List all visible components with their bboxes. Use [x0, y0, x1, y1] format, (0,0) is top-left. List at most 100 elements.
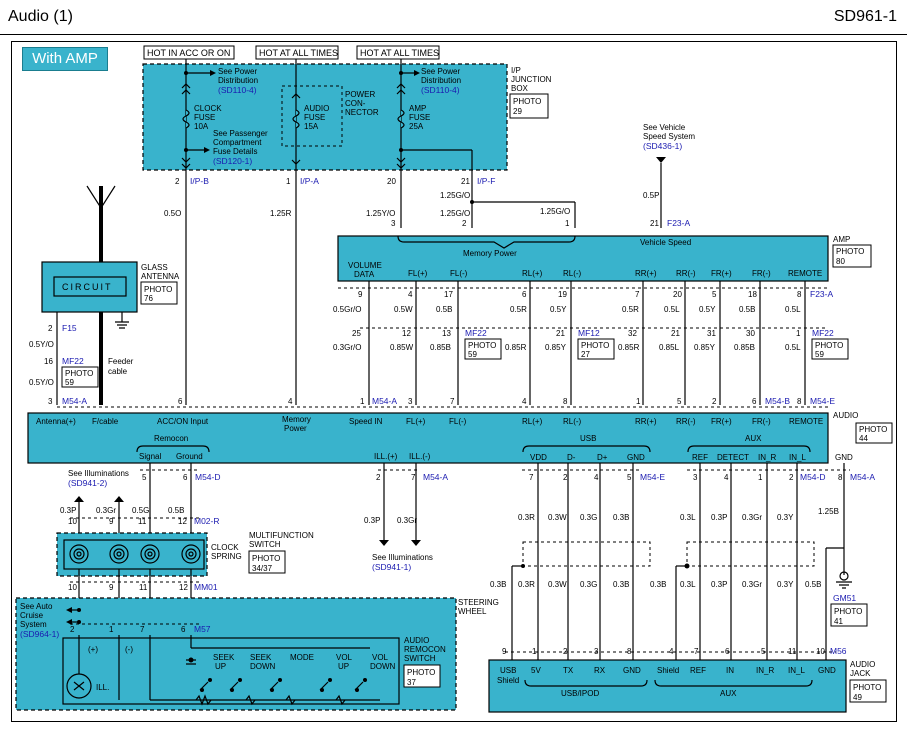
label-audio-ill-p: ILL.(+) [374, 452, 398, 461]
clock-fuse-l1: CLOCK [194, 104, 222, 113]
circle-shape [839, 571, 849, 581]
label-audio-labels-1: F/cable [92, 417, 119, 426]
label-remocon-sw-plus: (+) [88, 645, 98, 654]
conn-m54e-top[interactable]: M54-E [810, 396, 835, 406]
conn-m54d-remocon[interactable]: M54-D [195, 472, 221, 482]
label-amp-top-pins-3: 21 [650, 219, 659, 228]
rect-shape [811, 338, 849, 360]
ip-junction-box: See Power Distribution (SD110-4) See Pow… [142, 59, 552, 176]
label-bottom-pins-usb-3: 5 [627, 473, 632, 482]
path-shape [186, 659, 196, 665]
see-power-1-ref[interactable]: (SD110-4) [218, 85, 257, 95]
label-audio-pins-p2: 2 [712, 397, 717, 406]
label-clock-spring-title-0: MULTIFUNCTION [249, 531, 314, 540]
rect-shape [63, 539, 205, 570]
polygon-shape [656, 157, 666, 163]
label-audio-labels-10: RR(+) [635, 417, 657, 426]
label-jack-pins-5: 4 [669, 647, 674, 656]
circle-shape [230, 688, 234, 692]
conn-m54e[interactable]: M54-E [640, 472, 665, 482]
conn-f15[interactable]: F15 [62, 323, 77, 333]
label-remocon-sw-buttons-7: VOL [372, 653, 389, 662]
conn-mf22b[interactable]: MF22 [812, 328, 834, 338]
label-usb-wires-top-0: 0.3R [518, 513, 535, 522]
conn-m54b[interactable]: M54-B [765, 396, 790, 406]
label-audio-pins-p8: 8 [563, 397, 568, 406]
conn-mf22[interactable]: MF22 [465, 328, 487, 338]
label-audio-usb: USB [580, 434, 596, 443]
label-ill-links-w2: 0.3Gr [397, 516, 417, 525]
label-remocon-sw-buttons-2: SEEK [250, 653, 272, 662]
see-ill-ref-bottom[interactable]: (SD941-1) [372, 562, 411, 572]
see-power-2-l2: Distribution [421, 76, 461, 85]
rect-shape [855, 422, 893, 444]
conn-m56[interactable]: M56 [830, 646, 847, 656]
label-mid-conn-pins-6: 31 [707, 329, 716, 338]
ground-gm51[interactable]: GM51 [833, 593, 856, 603]
label-amp-photo-0: PHOTO [836, 247, 864, 256]
label-clock-spring-pins-3: 12 [179, 583, 188, 592]
conn-ip-a[interactable]: I/P-A [300, 176, 319, 186]
path-shape [181, 83, 191, 95]
label-remocon-sw-title-2: SWITCH [404, 654, 436, 663]
junction-photo-l2: 29 [513, 107, 522, 116]
ill-lamp-label: ILL. [96, 683, 109, 692]
amp-module: Memory Power Vehicle Speed VOLUME DATA F… [337, 235, 872, 282]
conn-m02r[interactable]: M02-R [194, 516, 220, 526]
label-remocon-sw-buttons-4: MODE [290, 653, 314, 662]
label-usb-wires-top-3: 0.3B [613, 513, 629, 522]
label-usb-wires-top-1: 0.3W [548, 513, 567, 522]
label-audio-pins-p3: 3 [408, 397, 413, 406]
see-ill-ref-top[interactable]: (SD941-2) [68, 478, 107, 488]
rect-shape [62, 637, 400, 705]
label-audio-remocon: Remocon [154, 434, 188, 443]
circle-shape [184, 148, 188, 152]
see-power-1-l1: See Power [218, 67, 257, 76]
label-ill-links-w2: 0.3Gr [96, 506, 116, 515]
rect-shape [356, 45, 440, 60]
amp-fuse-l2: FUSE [409, 113, 430, 122]
see-vss-ref[interactable]: (SD436-1) [643, 141, 682, 151]
label-amp-wires-2: 0.5B [436, 305, 452, 314]
label-aux-wires-bottom-2: 0.3P [711, 580, 727, 589]
rect-shape [143, 45, 235, 60]
see-vss-l1: See Vehicle [643, 123, 686, 132]
conn-m57[interactable]: M57 [194, 624, 211, 634]
ip-pins: 2 I/P-B 1 I/P-A 20 21 I/P-F [175, 176, 495, 186]
audio-fuse-l3: 15A [304, 122, 319, 131]
label-amp-photo-1: 80 [836, 257, 845, 266]
conn-mf12[interactable]: MF12 [578, 328, 600, 338]
conn-m54a-ill[interactable]: M54-A [423, 472, 448, 482]
conn-f23a[interactable]: F23-A [810, 289, 833, 299]
label-gnd-wire: 1.25B [818, 507, 839, 516]
label-clock-spring-pins-1: 9 [109, 583, 114, 592]
see-cruise-ref[interactable]: (SD964-1) [20, 629, 59, 639]
polygon-shape [379, 540, 389, 546]
conn-mm01[interactable]: MM01 [194, 582, 218, 592]
circle-shape [76, 551, 82, 557]
conn-f23a-top[interactable]: F23-A [667, 218, 690, 228]
label-remocon-sw-buttons-6: UP [338, 662, 349, 671]
conn-m54a-ant[interactable]: M54-A [62, 396, 87, 406]
label-clock-spring-title-1: SWITCH [249, 540, 281, 549]
label-steering-see-2: System [20, 620, 47, 629]
conn-m54a-gnd[interactable]: M54-A [850, 472, 875, 482]
polygon-shape [210, 70, 216, 76]
label-audio-labels-2: ACC/ON Input [157, 417, 209, 426]
conn-m54a-top[interactable]: M54-A [372, 396, 397, 406]
path-shape [115, 321, 129, 329]
conn-ip-f[interactable]: I/P-F [477, 176, 495, 186]
conn-mf22-ant[interactable]: MF22 [62, 356, 84, 366]
polygon-shape [411, 540, 421, 546]
conn-ip-b[interactable]: I/P-B [190, 176, 209, 186]
conn-m54d-aux[interactable]: M54-D [800, 472, 826, 482]
g-shape [338, 287, 828, 329]
label-audio-photo-1: 44 [859, 434, 868, 443]
wire-0-5o: 0.5O [164, 209, 181, 218]
see-passenger-ref[interactable]: (SD120-1) [213, 156, 252, 166]
see-power-2-ref[interactable]: (SD110-4) [421, 85, 460, 95]
polygon-shape [114, 496, 124, 502]
path-shape [291, 159, 301, 165]
label-audio-pins-p5: 5 [677, 397, 682, 406]
label-mid-conn-wires-5: 0.85R [618, 343, 640, 352]
